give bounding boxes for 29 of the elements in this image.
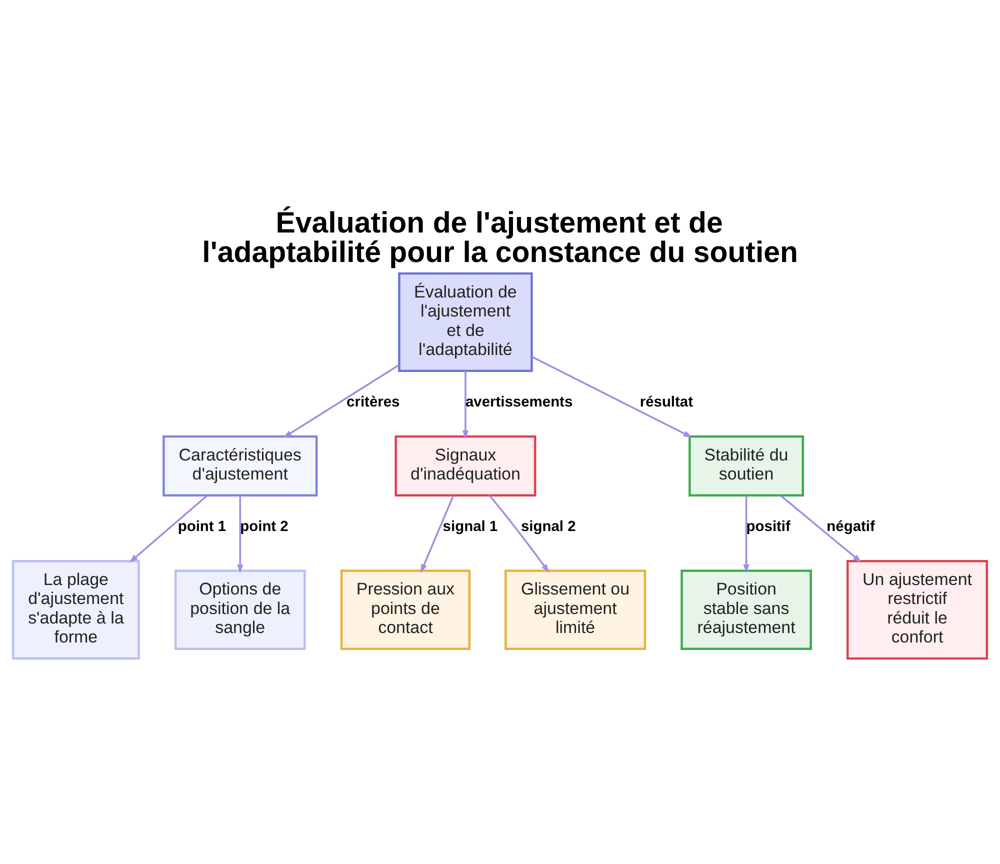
- node-box: Caractéristiques d'ajustement: [162, 435, 318, 497]
- node-box: Options de position de la sangle: [174, 570, 306, 650]
- arrow: [780, 495, 862, 563]
- node-box: La plage d'ajustement s'adapte à la forme: [12, 560, 140, 660]
- node-box: Un ajustement restrictif réduit le confort: [846, 560, 988, 660]
- edge-label: négatif: [826, 518, 875, 535]
- edge-label: signal 1: [442, 518, 498, 535]
- arrow: [743, 496, 750, 574]
- edge-label: résultat: [640, 394, 694, 410]
- node-box: Pression aux points de contact: [340, 570, 471, 650]
- edge-label: point 1: [178, 518, 226, 535]
- edge-label: point 2: [240, 518, 288, 535]
- node-box: Évaluation de l'ajustement et de l'adaptabilité: [398, 272, 533, 372]
- arrow: [283, 364, 400, 438]
- arrow: [488, 495, 550, 573]
- node-box: Glissement ou ajustement limité: [504, 570, 646, 650]
- arrow: [532, 356, 692, 438]
- node-box: Position stable sans réajustement: [680, 570, 812, 650]
- edge-label: signal 2: [520, 518, 576, 535]
- node-box: Signaux d'inadéquation: [394, 435, 536, 497]
- arrow: [420, 495, 454, 573]
- edge-label: positif: [746, 518, 790, 535]
- edge-label: critères: [346, 394, 400, 410]
- arrow: [129, 495, 208, 563]
- edge-label: avertissements: [465, 394, 573, 410]
- diagram-title: Évaluation de l'ajustement et de l'adaptabilité pour la constance du soutien: [202, 206, 798, 269]
- arrow: [237, 496, 244, 574]
- arrow: [462, 371, 469, 440]
- node-box: Stabilité du soutien: [688, 435, 804, 497]
